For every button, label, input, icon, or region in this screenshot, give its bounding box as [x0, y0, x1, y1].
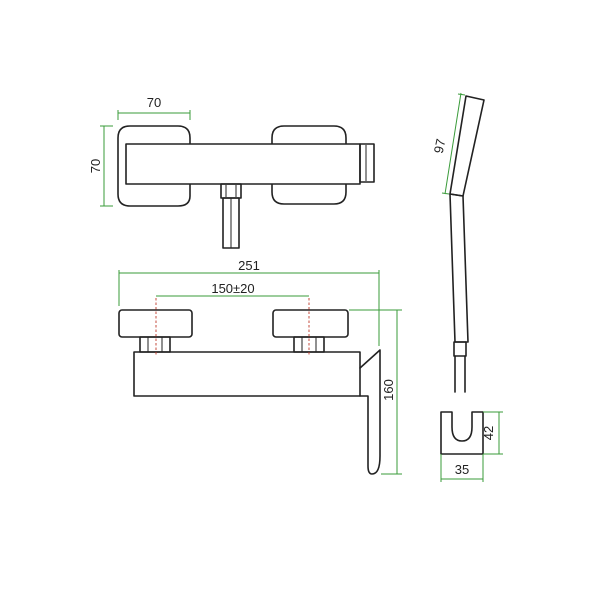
top-left-handle [117, 125, 191, 207]
front-right-handle [272, 309, 349, 338]
dim-holder-width: 35 [455, 462, 469, 477]
dim-line-holder-height [483, 411, 503, 455]
shower-hose-nut [453, 341, 467, 357]
dim-holder-height: 42 [481, 426, 496, 440]
front-body [133, 351, 361, 397]
front-view: 251 150±20 160 [118, 258, 402, 475]
shower-head [449, 95, 485, 197]
hand-shower-view: 97 [431, 92, 485, 393]
top-view: 70 70 [88, 95, 375, 249]
holder-view: 42 35 [440, 411, 503, 482]
dim-total-width: 251 [238, 258, 260, 273]
dim-line-height [349, 309, 402, 475]
dim-handshower: 97 [431, 137, 449, 154]
front-left-handle [118, 309, 193, 338]
dim-centers: 150±20 [211, 281, 254, 296]
shower-handle [449, 193, 469, 343]
top-right-handle [271, 125, 347, 205]
dim-line-holder-width [440, 454, 484, 482]
dim-line-handshower [441, 92, 466, 195]
front-spout [359, 349, 381, 475]
front-left-connector [139, 336, 171, 353]
dim-top-height: 70 [88, 159, 103, 173]
dim-height: 160 [381, 379, 396, 401]
dim-line-top-width [117, 110, 191, 120]
holder-body [440, 411, 484, 455]
shower-hose [454, 355, 466, 393]
top-body [125, 143, 361, 185]
dim-line-total-width [118, 270, 380, 346]
top-outlet-connector [359, 143, 375, 183]
dim-line-top-height [100, 125, 113, 207]
dim-top-width: 70 [147, 95, 161, 110]
top-nut [220, 183, 242, 199]
